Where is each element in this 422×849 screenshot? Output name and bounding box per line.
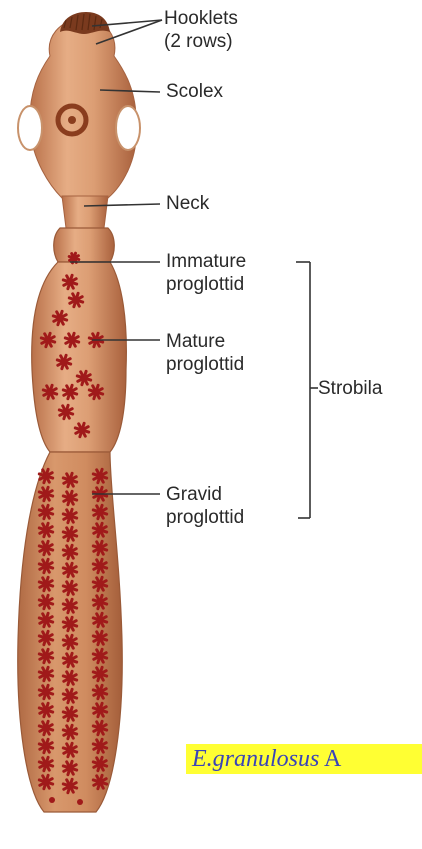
egg-dot: [77, 799, 83, 805]
species-caption: E.granulosus A: [186, 744, 422, 774]
label-scolex: Scolex: [166, 80, 223, 103]
label-hooklets: Hooklets (2 rows): [164, 7, 238, 53]
sucker-left: [18, 106, 42, 150]
label-neck: Neck: [166, 192, 209, 215]
label-strobila: Strobila: [318, 377, 382, 400]
species-name: E.granulosus: [192, 746, 319, 772]
sucker-right: [116, 106, 140, 150]
label-gravid-proglottid: Gravid proglottid: [166, 483, 244, 529]
immature-proglottid: [54, 228, 115, 262]
label-mature-proglottid: Mature proglottid: [166, 330, 244, 376]
gravid-proglottid: [18, 452, 123, 812]
egg-dot: [49, 797, 55, 803]
neck: [62, 196, 108, 228]
label-immature-proglottid: Immature proglottid: [166, 250, 246, 296]
caption-suffix: A: [319, 746, 341, 772]
